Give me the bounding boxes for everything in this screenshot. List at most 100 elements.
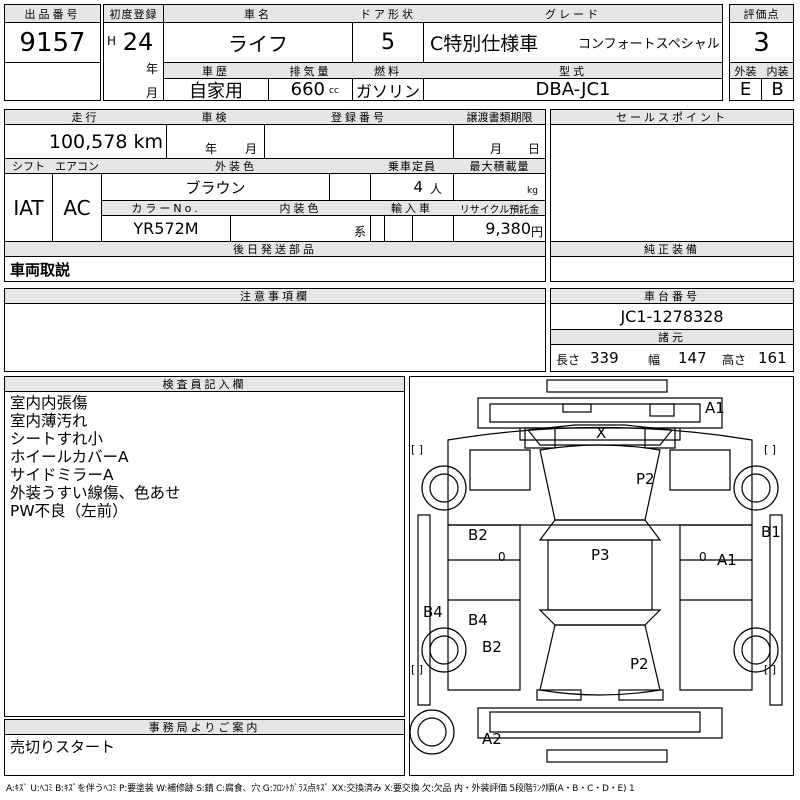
door-count: 5 <box>381 30 395 55</box>
height-value: 161 <box>758 349 787 367</box>
mark-p2-hood: P2 <box>636 470 655 488</box>
transfer-month-unit: 月 <box>490 141 503 156</box>
grade-header: グレード <box>424 5 722 22</box>
later-parts-value: 車両取説 <box>10 260 71 279</box>
inspection-year-unit: 年 <box>205 141 218 156</box>
transfer-day-unit: 日 <box>528 141 541 156</box>
exterior-color: ブラウン <box>185 178 246 197</box>
month-unit: 月 <box>146 85 159 100</box>
specs-header: 諸元 <box>551 330 793 344</box>
bracket-right-rear: [ ] <box>764 662 777 676</box>
genuine-equipment-header: 純正装備 <box>551 242 793 256</box>
mileage-header: 走行 <box>5 110 166 124</box>
capacity-unit: 人 <box>430 181 443 196</box>
cc-unit: cc <box>329 86 339 96</box>
mark-a1-front: A1 <box>705 399 725 417</box>
mark-b1-right: B1 <box>761 523 781 541</box>
score-header: 評価点 <box>730 5 793 22</box>
aircon-header: エアコン <box>53 159 101 173</box>
import-header: 輸入車 <box>371 201 453 215</box>
mark-b2-left-front: B2 <box>468 526 488 544</box>
score: 3 <box>753 27 770 58</box>
inspector-note: 室内薄汚れ <box>10 412 88 430</box>
mark-p3-roof: P3 <box>591 546 610 564</box>
exterior-color-header: 外装色 <box>102 159 370 173</box>
office-notice: 売切りスタート <box>10 737 116 756</box>
interior-color-header: 内装色 <box>231 201 370 215</box>
length-value: 339 <box>590 349 619 367</box>
legend-footer: A:ｷｽﾞ U:ﾍｺﾐ B:ｷｽﾞを伴うﾍｺﾐ P:要塗装 W:補修跡 S:錆 … <box>6 784 635 794</box>
height-label: 高さ <box>722 352 747 367</box>
bracket-left-front: [ ] <box>411 442 424 456</box>
mark-b4-left-rear: B4 <box>468 611 488 629</box>
mileage: 100,578 km <box>48 130 163 153</box>
interior-grade: B <box>771 79 784 100</box>
interior-color-suffix: 系 <box>354 224 367 239</box>
mark-a1-right-door: A1 <box>717 551 737 569</box>
width-value: 147 <box>678 349 707 367</box>
inspection-header: 車検 <box>167 110 264 124</box>
mark-a2-rear-bumper: A2 <box>482 730 502 748</box>
car-history: 自家用 <box>189 80 243 101</box>
transfer-deadline-header: 譲渡書類期限 <box>454 110 545 124</box>
grade-suffix: コンフォートスペシャル <box>578 37 720 52</box>
model-header: 型式 <box>424 63 722 78</box>
mark-p2-rear: P2 <box>630 655 649 673</box>
lot-number-header: 出品番号 <box>5 5 100 22</box>
displacement-header: 排気量 <box>269 63 352 78</box>
inspector-note: ホイールカバーA <box>10 448 129 466</box>
recycle-unit: 円 <box>531 224 544 239</box>
mark-x-windshield: X <box>596 424 607 442</box>
exterior-header: 外装 <box>730 63 761 78</box>
year-unit: 年 <box>146 61 159 76</box>
interior-header: 内装 <box>762 63 793 78</box>
mark-b2-rear: B2 <box>482 638 502 656</box>
car-name-header: 車名 <box>164 5 352 22</box>
capacity-header: 乗車定員 <box>371 159 453 173</box>
fuel-header: 燃料 <box>353 63 423 78</box>
fuel: ガソリン <box>355 81 420 101</box>
mark-b4-left-side: B4 <box>423 603 443 621</box>
car-name: ライフ <box>228 32 288 56</box>
inspection-month-unit: 月 <box>245 141 258 156</box>
first-registration-header: 初度登録 <box>104 5 163 22</box>
registration-year: 24 <box>122 28 154 56</box>
registration-number-header: 登録番号 <box>265 110 453 124</box>
door-type-header: ドア形状 <box>353 5 423 22</box>
inspector-notes: 室内内張傷 室内薄汚れ シートすれ小 ホイールカバーA サイドミラーA 外装うす… <box>10 394 181 520</box>
max-load-header: 最大積載量 <box>454 159 545 173</box>
era-mark: H <box>107 34 117 48</box>
inspector-note: 室内内張傷 <box>10 394 88 412</box>
mark-zero-left: 0 <box>498 550 506 564</box>
inspector-note: シートすれ小 <box>10 430 104 448</box>
shift-header: シフト <box>5 159 52 173</box>
sales-point-header: セールスポイント <box>551 110 793 124</box>
color-number: YR572M <box>133 219 199 238</box>
displacement: 660 <box>290 79 325 100</box>
inspector-note: 外装うすい線傷、色あせ <box>10 484 181 502</box>
recycle-deposit-header: リサイクル預託金 <box>454 201 545 215</box>
recycle-deposit: 9,380 <box>485 219 531 238</box>
inspector-notes-header: 検査員記入欄 <box>5 377 404 391</box>
width-label: 幅 <box>648 352 661 367</box>
length-label: 長さ <box>556 352 581 367</box>
chassis-number: JC1-1278328 <box>620 307 724 326</box>
office-notice-header: 事務局よりご案内 <box>5 720 404 734</box>
history-header: 車歴 <box>164 63 268 78</box>
model-code: DBA-JC1 <box>535 79 611 100</box>
aircon-type: AC <box>63 195 91 220</box>
color-number-header: カラーNo. <box>102 201 230 215</box>
chassis-number-header: 車台番号 <box>551 289 793 303</box>
lot-number: 9157 <box>19 27 86 58</box>
exterior-grade: E <box>739 79 752 100</box>
notes-header: 注意事項欄 <box>5 289 545 303</box>
bracket-right-front: [ ] <box>764 442 777 456</box>
grade-name: C特別仕様車 <box>430 33 539 55</box>
mark-zero-right: 0 <box>699 550 707 564</box>
bracket-left-rear: [ ] <box>411 662 424 676</box>
shift-type: IAT <box>13 195 44 220</box>
capacity: 4 <box>413 178 423 196</box>
inspector-note: サイドミラーA <box>10 466 114 484</box>
inspector-note: PW不良（左前） <box>10 502 128 520</box>
load-unit: kg <box>527 186 538 196</box>
